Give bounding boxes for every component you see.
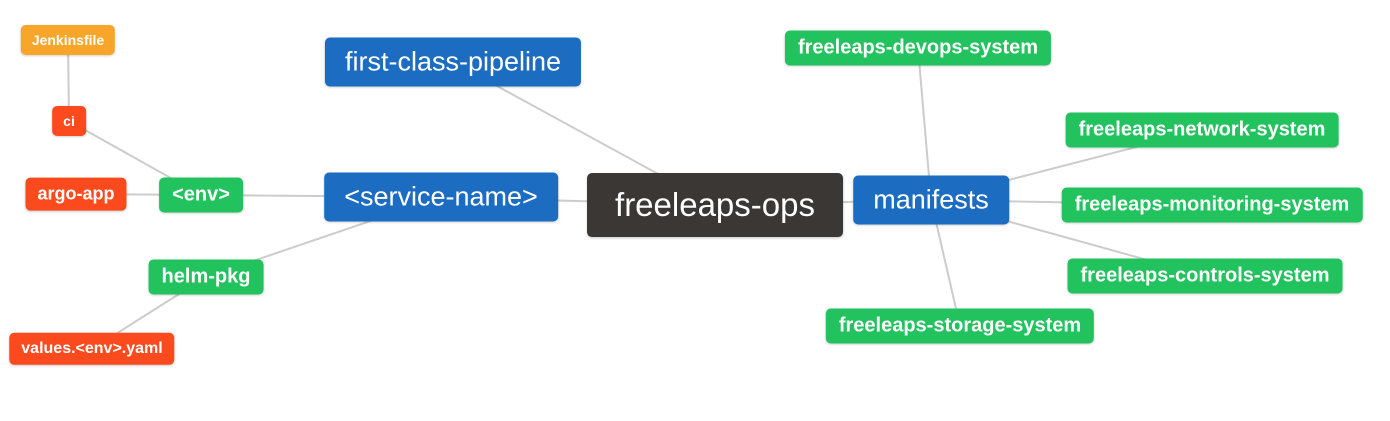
mindmap-node-ci[interactable]: ci (52, 105, 86, 137)
mindmap-node-freeleaps-ops[interactable]: freeleaps-ops (587, 173, 843, 237)
mindmap-node-storage-system[interactable]: freeleaps-storage-system (825, 308, 1095, 344)
mindmap-node-helm-pkg[interactable]: helm-pkg (148, 259, 264, 295)
mindmap-node-monitoring-system[interactable]: freeleaps-monitoring-system (1061, 187, 1363, 223)
mindmap-node-values-env-yaml[interactable]: values.<env>.yaml (9, 332, 175, 366)
mindmap-node-network-system[interactable]: freeleaps-network-system (1065, 112, 1339, 148)
mindmap-node-manifests[interactable]: manifests (853, 175, 1009, 225)
mindmap-node-first-class-pipeline[interactable]: first-class-pipeline (324, 37, 582, 87)
edge-manifests--devops-system (917, 47, 932, 201)
mindmap-node-devops-system[interactable]: freeleaps-devops-system (784, 30, 1052, 66)
mindmap-node-controls-system[interactable]: freeleaps-controls-system (1067, 258, 1343, 294)
mindmap-node-service-name[interactable]: <service-name> (324, 172, 558, 222)
mindmap-node-env[interactable]: <env> (159, 177, 243, 213)
mindmap-node-jenkinsfile[interactable]: Jenkinsfile (20, 24, 116, 56)
mindmap-node-argo-app[interactable]: argo-app (25, 177, 127, 211)
